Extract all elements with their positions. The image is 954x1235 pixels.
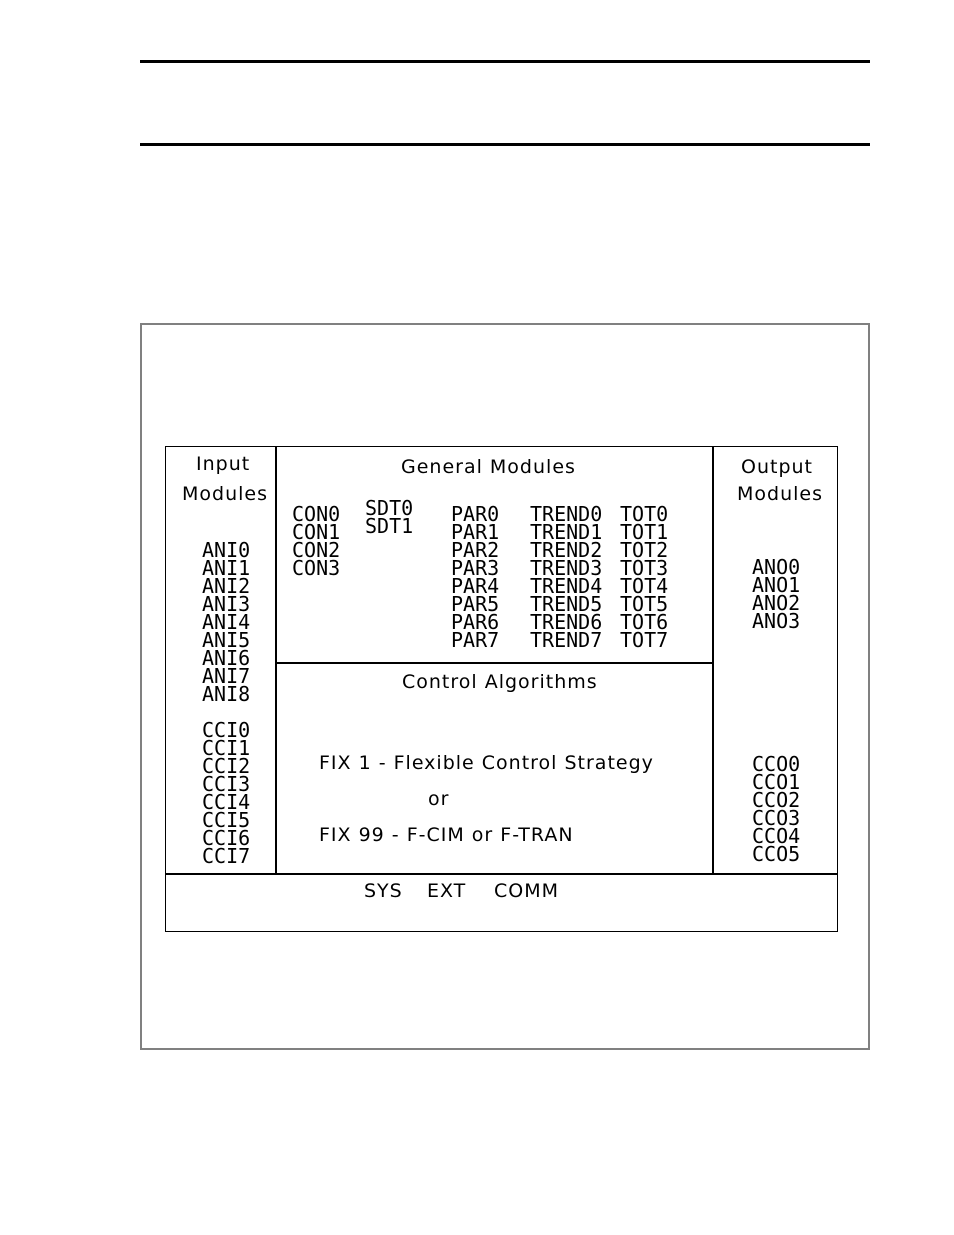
list-item: TOT3 — [620, 556, 669, 580]
list-item: CCI2 — [202, 754, 251, 778]
list-item: TOT5 — [620, 592, 669, 616]
list-item: ANI8 — [202, 682, 251, 706]
general-control-divider — [275, 662, 713, 664]
list-item: TREND6 — [530, 610, 603, 634]
list-item: CCI0 — [202, 718, 251, 742]
list-item: PAR6 — [451, 610, 500, 634]
list-item: CCI6 — [202, 826, 251, 850]
list-item: CON0 — [292, 502, 341, 526]
contact-input-list: CCI0 CCI1 CCI2 CCI3 CCI4 CCI5 CCI6 CCI7 — [202, 718, 251, 868]
list-item: TOT4 — [620, 574, 669, 598]
list-item: ANI2 — [202, 574, 251, 598]
system-bar-ext: EXT — [427, 880, 467, 902]
list-item: PAR0 — [451, 502, 500, 526]
output-panel-title-line1: Output — [741, 456, 813, 478]
list-item: TREND1 — [530, 520, 603, 544]
list-item: SDT1 — [365, 514, 414, 538]
control-line-fix1: FIX 1 - Flexible Control Strategy — [319, 752, 654, 774]
list-item: SDT0 — [365, 496, 414, 520]
input-panel-title-line2: Modules — [182, 483, 268, 505]
par-list: PAR0 PAR1 PAR2 PAR3 PAR4 PAR5 PAR6 PAR7 — [451, 502, 500, 652]
sdt-list: SDT0 SDT1 — [365, 496, 414, 538]
list-item: ANI4 — [202, 610, 251, 634]
list-item: ANI0 — [202, 538, 251, 562]
module-diagram: Input Modules ANI0 ANI1 ANI2 ANI3 ANI4 A… — [165, 446, 838, 932]
list-item: TOT6 — [620, 610, 669, 634]
con-list: CON0 CON1 CON2 CON3 — [292, 502, 341, 580]
list-item: CCI1 — [202, 736, 251, 760]
list-item: TREND2 — [530, 538, 603, 562]
list-item: ANI3 — [202, 592, 251, 616]
list-item: PAR7 — [451, 628, 500, 652]
list-item: ANO1 — [752, 573, 801, 597]
list-item: CCO0 — [752, 752, 801, 776]
list-item: CCO5 — [752, 842, 801, 866]
list-item: ANI6 — [202, 646, 251, 670]
list-item: CCO3 — [752, 806, 801, 830]
list-item: PAR5 — [451, 592, 500, 616]
output-panel-title-line2: Modules — [737, 483, 823, 505]
list-item: TREND5 — [530, 592, 603, 616]
list-item: PAR2 — [451, 538, 500, 562]
list-item: ANI7 — [202, 664, 251, 688]
list-item: CCO2 — [752, 788, 801, 812]
list-item: CCI5 — [202, 808, 251, 832]
list-item: TREND7 — [530, 628, 603, 652]
list-item: ANO3 — [752, 609, 801, 633]
header-rule — [140, 143, 870, 146]
list-item: TOT1 — [620, 520, 669, 544]
list-item: CCI7 — [202, 844, 251, 868]
list-item: ANI1 — [202, 556, 251, 580]
tot-list: TOT0 TOT1 TOT2 TOT3 TOT4 TOT5 TOT6 TOT7 — [620, 502, 669, 652]
output-panel-divider — [712, 447, 714, 875]
list-item: CON1 — [292, 520, 341, 544]
top-rule — [140, 60, 870, 63]
general-panel-title: General Modules — [401, 456, 576, 478]
list-item: CCI3 — [202, 772, 251, 796]
figure-frame — [140, 323, 870, 1050]
list-item: ANO0 — [752, 555, 801, 579]
list-item: PAR4 — [451, 574, 500, 598]
list-item: PAR1 — [451, 520, 500, 544]
list-item: CON2 — [292, 538, 341, 562]
control-line-or: or — [428, 788, 450, 810]
system-bar-sys: SYS — [364, 880, 403, 902]
list-item: ANI5 — [202, 628, 251, 652]
control-panel-title: Control Algorithms — [402, 671, 598, 693]
input-panel-divider — [275, 447, 277, 875]
list-item: TREND4 — [530, 574, 603, 598]
analog-input-list: ANI0 ANI1 ANI2 ANI3 ANI4 ANI5 ANI6 ANI7 … — [202, 538, 251, 706]
control-line-fix99: FIX 99 - F-CIM or F-TRAN — [319, 824, 574, 846]
list-item: ANO2 — [752, 591, 801, 615]
system-bar-comm: COMM — [494, 880, 560, 902]
list-item: TOT0 — [620, 502, 669, 526]
contact-output-list: CCO0 CCO1 CCO2 CCO3 CCO4 CCO5 — [752, 752, 801, 866]
list-item: TOT2 — [620, 538, 669, 562]
list-item: CCI4 — [202, 790, 251, 814]
list-item: CON3 — [292, 556, 341, 580]
trend-list: TREND0 TREND1 TREND2 TREND3 TREND4 TREND… — [530, 502, 603, 652]
list-item: PAR3 — [451, 556, 500, 580]
list-item: CCO1 — [752, 770, 801, 794]
list-item: CCO4 — [752, 824, 801, 848]
list-item: TREND0 — [530, 502, 603, 526]
list-item: TREND3 — [530, 556, 603, 580]
list-item: TOT7 — [620, 628, 669, 652]
input-panel-title-line1: Input — [196, 453, 251, 475]
analog-output-list: ANO0 ANO1 ANO2 ANO3 — [752, 555, 801, 633]
system-bar-divider — [166, 873, 837, 875]
